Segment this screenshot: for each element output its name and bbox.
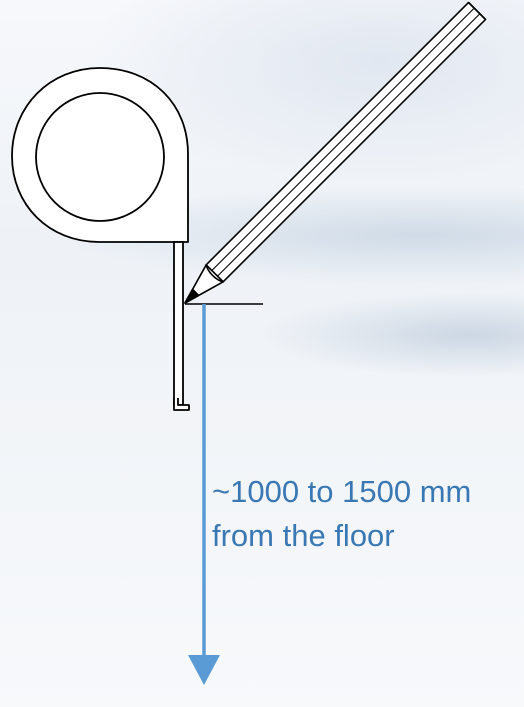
- pencil-icon: [184, 1, 487, 304]
- tape-measure-housing: [11, 67, 189, 243]
- pencil-body: [205, 1, 487, 283]
- tape-measure-icon: [11, 67, 190, 411]
- pencil-groove-1: [211, 7, 475, 271]
- pencil-end: [467, 1, 487, 21]
- pencil-tip-edge: [205, 264, 224, 283]
- pencil-groove-2: [217, 13, 481, 277]
- measurement-label-line-2: from the floor: [212, 518, 395, 553]
- tape-measure-reel: [35, 92, 165, 222]
- measurement-arrow-head: [188, 655, 220, 685]
- measurement-arrow: [188, 304, 220, 685]
- pencil-lead: [184, 288, 200, 304]
- measurement-label-line-1: ~1000 to 1500 mm: [212, 474, 472, 509]
- tape-blade: [173, 241, 184, 406]
- tape-hook: [173, 398, 190, 411]
